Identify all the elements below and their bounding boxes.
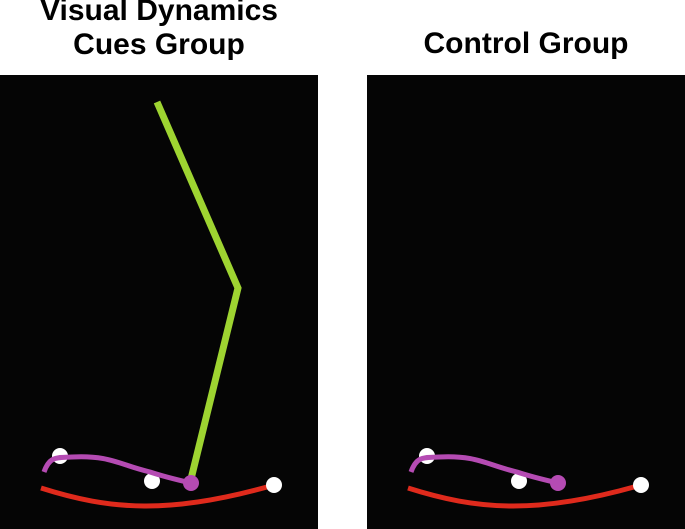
motion-diagram	[40, 100, 282, 509]
lower-trajectory-curve	[40, 482, 275, 509]
title-line-2: Cues Group	[73, 28, 245, 61]
end-effector-dot	[550, 475, 566, 491]
lower-trajectory-curve	[407, 482, 642, 509]
visual-dynamics-panel	[0, 75, 318, 529]
marker-dot	[633, 477, 649, 493]
marker-dot	[266, 477, 282, 493]
panel-title-control: Control Group	[423, 27, 629, 60]
panel-title-visual-dynamics: Visual Dynamics Cues Group	[0, 0, 318, 62]
marker-dot	[511, 473, 527, 489]
upper-trajectory-curve	[41, 454, 192, 486]
title-line-1: Visual Dynamics	[40, 0, 278, 27]
visual-cue-line	[153, 100, 242, 484]
end-effector-dot	[183, 475, 199, 491]
upper-trajectory-curve	[408, 454, 559, 486]
motion-diagram	[407, 448, 649, 509]
marker-dot	[144, 473, 160, 489]
control-panel	[367, 75, 685, 529]
